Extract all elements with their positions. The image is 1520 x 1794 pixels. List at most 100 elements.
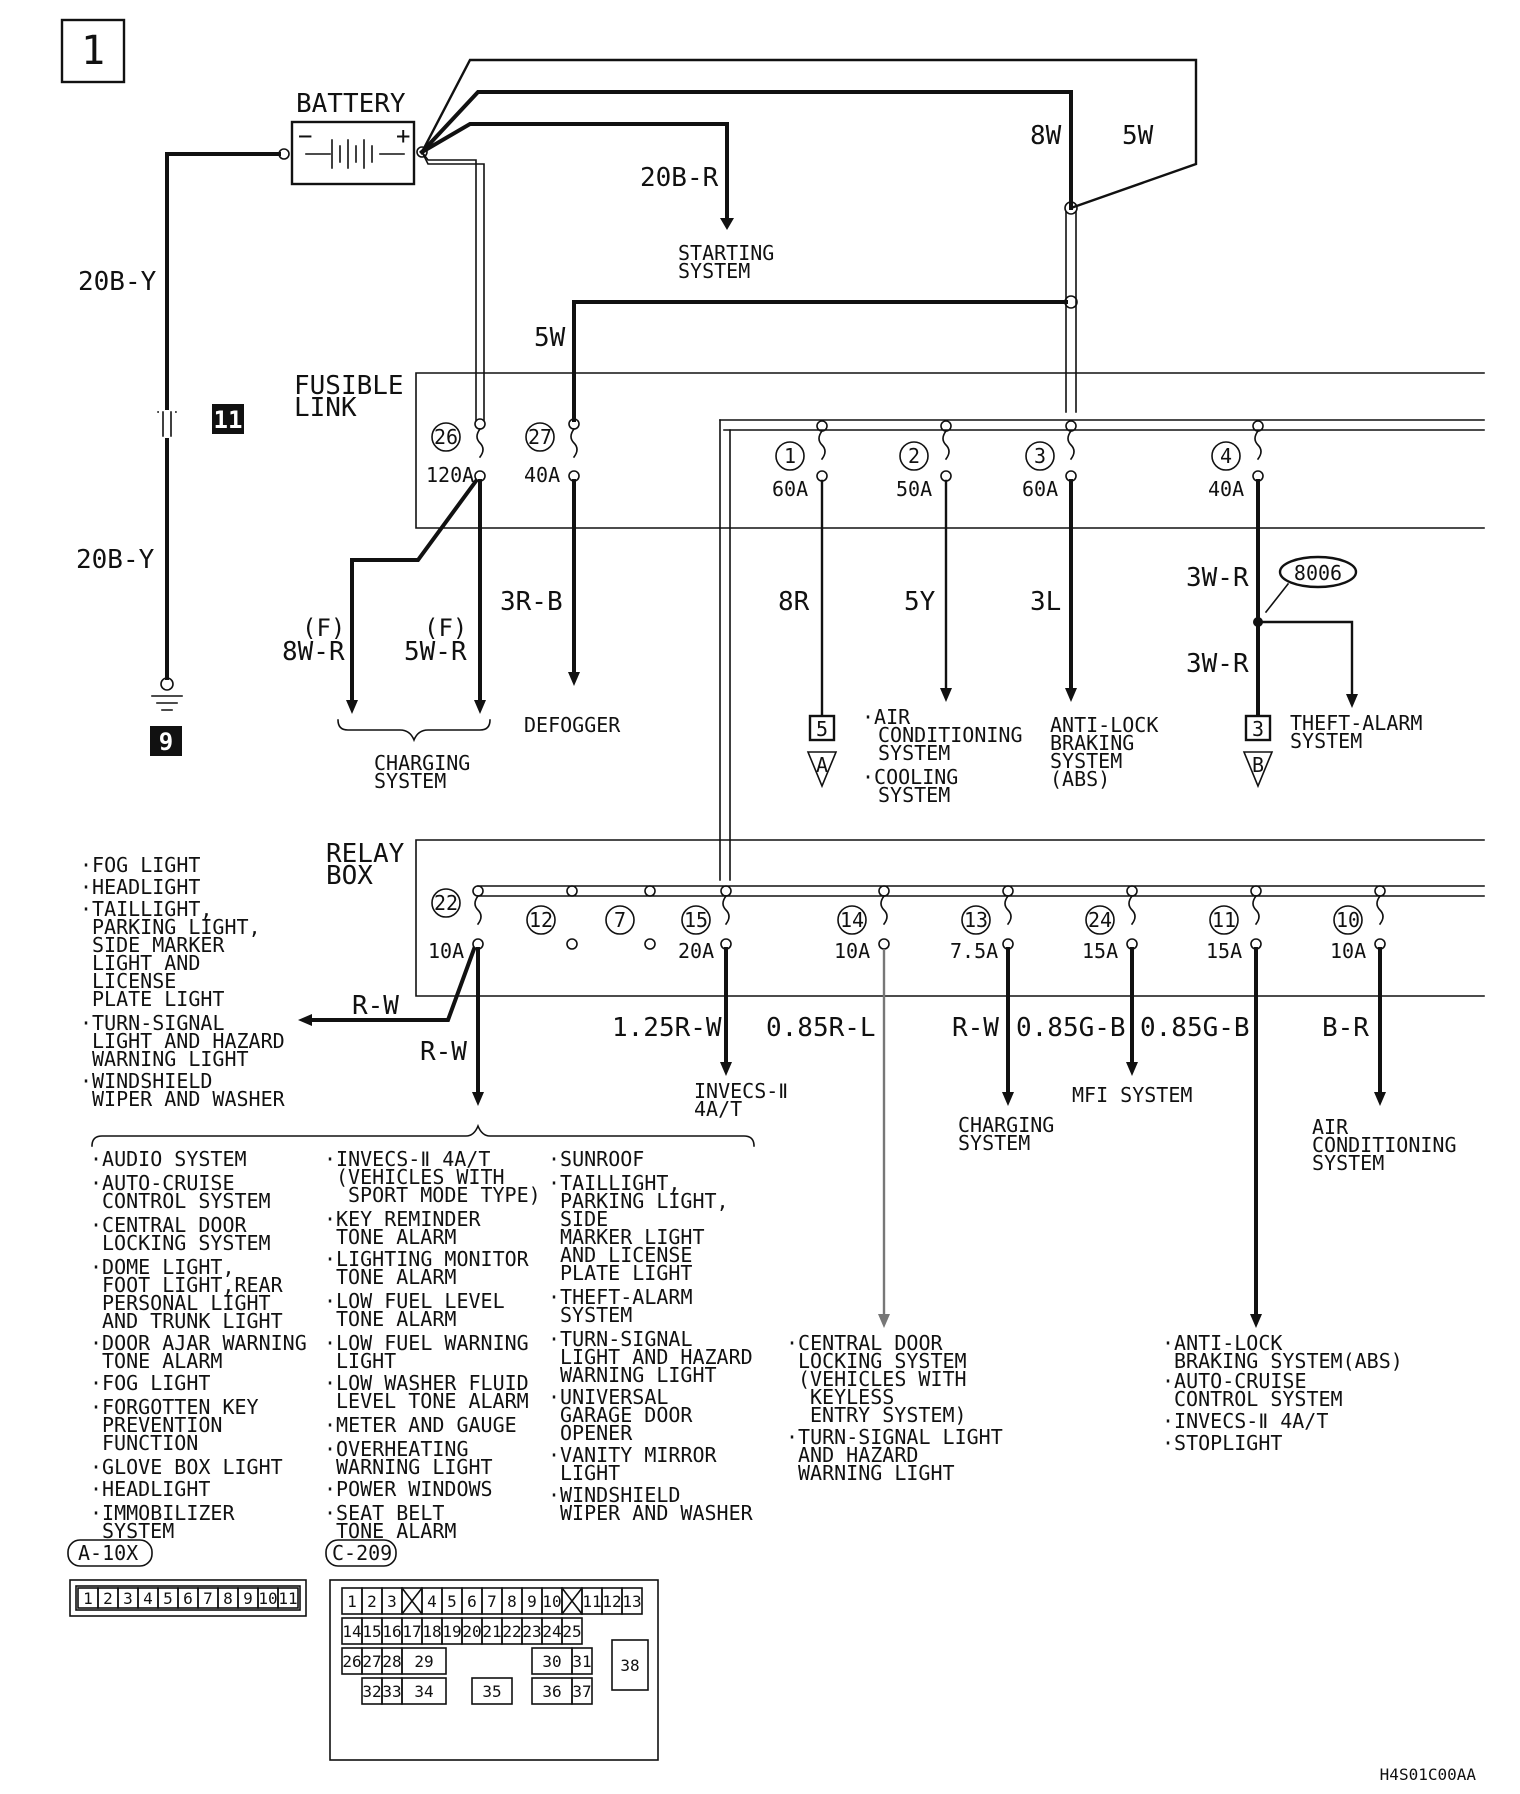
svg-text:3: 3 xyxy=(1034,444,1046,468)
left-destination-list: ·FOG LIGHT ·HEADLIGHT ·TAILLIGHT, PARKIN… xyxy=(80,853,286,1111)
svg-text:ANTI-LOCK: ANTI-LOCK xyxy=(1050,713,1158,737)
connector-pin-label: 12 xyxy=(602,1592,621,1611)
svg-text:SYSTEM: SYSTEM xyxy=(958,1131,1030,1155)
connector-pin-label: 21 xyxy=(482,1622,501,1641)
svg-text:B: B xyxy=(1252,753,1264,777)
svg-text:WARNING LIGHT: WARNING LIGHT xyxy=(92,1047,249,1071)
connector-a-label: A-10X xyxy=(78,1541,138,1565)
svg-text:·TURN-SIGNAL LIGHT: ·TURN-SIGNAL LIGHT xyxy=(786,1425,1003,1449)
connector-pin-label: 37 xyxy=(572,1682,591,1701)
connector-pin-label: 7 xyxy=(487,1592,497,1611)
svg-text:15: 15 xyxy=(684,908,708,932)
wire-3r-b-label: 3R-B xyxy=(500,587,563,617)
connector-pin-label: 4 xyxy=(143,1589,153,1608)
connector-c-label: C-209 xyxy=(332,1541,392,1565)
svg-text:14: 14 xyxy=(840,908,864,932)
svg-text:LOCKING SYSTEM: LOCKING SYSTEM xyxy=(102,1231,271,1255)
relay-fuse-10: 10 10A xyxy=(1330,885,1386,963)
relay-fuse-12: 12 xyxy=(526,885,578,950)
splice-point xyxy=(1253,617,1263,627)
empty-pin-icon xyxy=(560,1586,584,1616)
svg-text:·COOLING: ·COOLING xyxy=(862,765,958,789)
svg-text:SYSTEM: SYSTEM xyxy=(878,741,950,765)
svg-text:·TURN-SIGNAL: ·TURN-SIGNAL xyxy=(548,1327,693,1351)
svg-text:20A: 20A xyxy=(678,939,714,963)
svg-text:7.5A: 7.5A xyxy=(950,939,998,963)
svg-text:·ANTI-LOCK: ·ANTI-LOCK xyxy=(1162,1331,1282,1355)
connector-pin-label: 26 xyxy=(342,1652,361,1671)
svg-text:PERSONAL LIGHT: PERSONAL LIGHT xyxy=(102,1291,271,1315)
connector-pin-label: 10 xyxy=(542,1592,561,1611)
svg-text:50A: 50A xyxy=(896,477,932,501)
connector-pin-label: 10 xyxy=(258,1589,277,1608)
svg-text:120A: 120A xyxy=(426,463,474,487)
svg-text:(ABS): (ABS) xyxy=(1050,767,1110,791)
svg-text:·HEADLIGHT: ·HEADLIGHT xyxy=(80,875,200,899)
connector-pin-label: 30 xyxy=(542,1652,561,1671)
relay-fuse-14: 14 10A xyxy=(834,885,890,963)
svg-text:MFI SYSTEM: MFI SYSTEM xyxy=(1072,1083,1192,1107)
svg-text:·SUNROOF: ·SUNROOF xyxy=(548,1147,644,1171)
connector-pin-label: 34 xyxy=(414,1682,433,1701)
battery-label: BATTERY xyxy=(296,89,406,119)
svg-text:SIDE MARKER: SIDE MARKER xyxy=(92,933,225,957)
svg-text:SYSTEM: SYSTEM xyxy=(1050,749,1122,773)
connector-b-box xyxy=(1244,714,1272,742)
svg-text:GARAGE DOOR: GARAGE DOOR xyxy=(560,1403,693,1427)
svg-text:40A: 40A xyxy=(524,463,560,487)
svg-text:4A/T: 4A/T xyxy=(694,1097,742,1121)
connector-pin-label: 3 xyxy=(387,1592,397,1611)
connector-pin-label: 5 xyxy=(447,1592,457,1611)
connector-pin xyxy=(571,1647,593,1675)
connector-pin-label: 18 xyxy=(422,1622,441,1641)
svg-text:15A: 15A xyxy=(1206,939,1242,963)
wire-8r-label: 8R xyxy=(778,587,810,617)
svg-text:FUNCTION: FUNCTION xyxy=(102,1431,198,1455)
wire-r-w-label-b: R-W xyxy=(420,1037,467,1067)
svg-text:27: 27 xyxy=(528,425,552,449)
svg-text:LIGHT AND: LIGHT AND xyxy=(92,951,200,975)
svg-text:TONE ALARM: TONE ALARM xyxy=(102,1349,222,1373)
svg-text:SYSTEM: SYSTEM xyxy=(878,783,950,807)
connector-pin-label: 1 xyxy=(83,1589,93,1608)
wire-085g-b-label-a: 0.85G-B xyxy=(1016,1013,1126,1043)
fuse-1: 1 60A xyxy=(772,420,828,501)
connector-pin-label: 31 xyxy=(572,1652,591,1671)
wire-5y-label: 5Y xyxy=(904,587,936,617)
relay-fuse-13: 13 7.5A xyxy=(950,885,1014,963)
svg-text:TONE ALARM: TONE ALARM xyxy=(336,1225,456,1249)
svg-text:60A: 60A xyxy=(772,477,808,501)
connector-pin-label: 7 xyxy=(203,1589,213,1608)
svg-text:SIDE: SIDE xyxy=(560,1207,608,1231)
svg-text:SYSTEM: SYSTEM xyxy=(1312,1151,1384,1175)
ground-wire-label-bottom: 20B-Y xyxy=(76,545,155,575)
fusible-link-title-1: FUSIBLE xyxy=(294,371,404,401)
connector-pin-label: 15 xyxy=(362,1622,381,1641)
ground-point-number: 9 xyxy=(159,728,173,756)
svg-text:·FOG LIGHT: ·FOG LIGHT xyxy=(80,853,200,877)
page-number-box xyxy=(60,18,126,84)
svg-text:·FORGOTTEN KEY: ·FORGOTTEN KEY xyxy=(90,1395,259,1419)
connector-pin-label: 25 xyxy=(562,1622,581,1641)
svg-text:·THEFT-ALARM: ·THEFT-ALARM xyxy=(548,1285,693,1309)
battery: BATTERY − + xyxy=(278,89,428,186)
starting-dest-2: SYSTEM xyxy=(678,259,750,283)
svg-text:PARKING LIGHT,: PARKING LIGHT, xyxy=(92,915,261,939)
svg-text:10: 10 xyxy=(1336,908,1360,932)
svg-text:DEFOGGER: DEFOGGER xyxy=(524,713,621,737)
svg-text:·WINDSHIELD: ·WINDSHIELD xyxy=(548,1483,680,1507)
svg-text:4: 4 xyxy=(1220,444,1232,468)
connector-pin-label: 8 xyxy=(223,1589,233,1608)
fuse-26: 26 120A xyxy=(426,418,486,487)
svg-text:40A: 40A xyxy=(1208,477,1244,501)
svg-text:LIGHT: LIGHT xyxy=(560,1461,620,1485)
fusible-link-outputs: (F) 8W-R (F) 5W-R CHARGING SYSTEM 3R-B D… xyxy=(282,478,1422,807)
wire-3l-label: 3L xyxy=(1030,587,1061,617)
svg-text:A: A xyxy=(816,753,828,777)
fuse-2: 2 50A xyxy=(896,420,952,501)
relay-22-list-col3: ·SUNROOF ·TAILLIGHT, PARKING LIGHT, SIDE… xyxy=(548,1147,754,1525)
arrow-icon xyxy=(720,218,734,230)
relay-22-list-col2: ·INVECS-Ⅱ 4A/T (VEHICLES WITH SPORT MODE… xyxy=(324,1147,541,1543)
svg-text:·INVECS-Ⅱ 4A/T: ·INVECS-Ⅱ 4A/T xyxy=(324,1147,490,1171)
